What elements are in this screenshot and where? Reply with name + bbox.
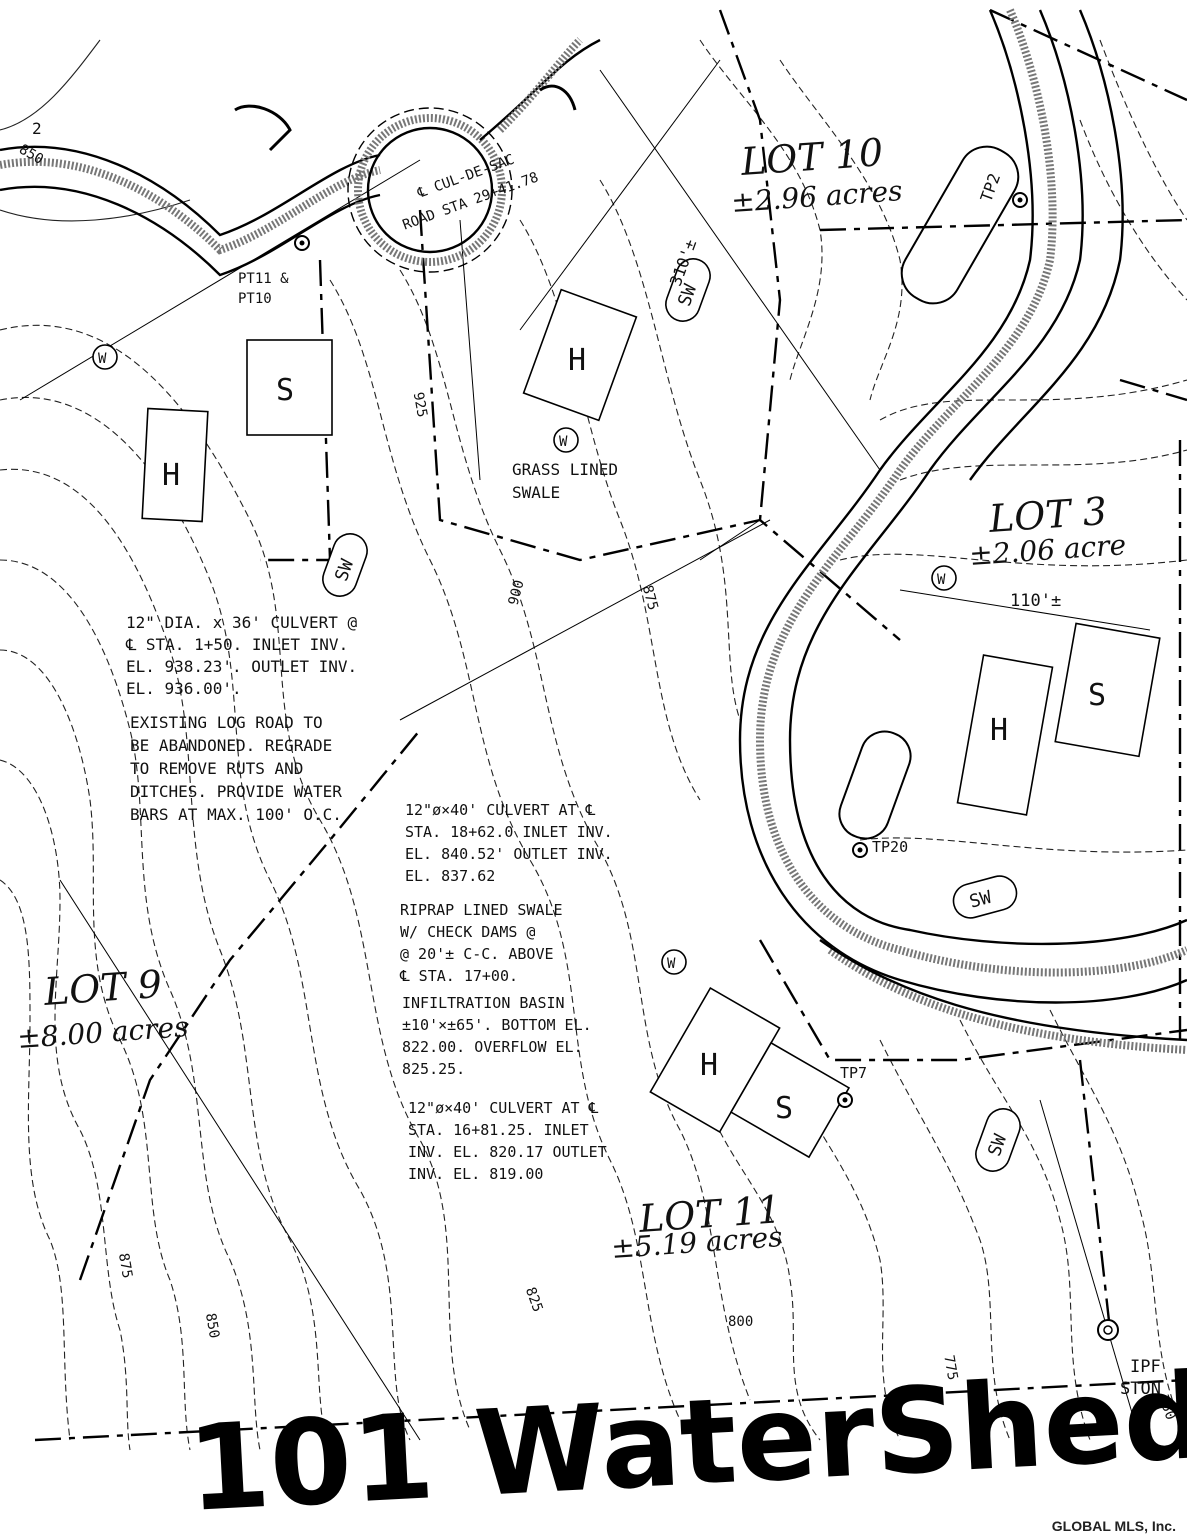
test-pit-icon (852, 842, 868, 858)
log-road-note: EXISTING LOG ROAD TO BE ABANDONED. REGRA… (130, 713, 352, 824)
svg-text:LOT 10: LOT 10 (739, 130, 885, 184)
swale-tags: SW SW SW SW (322, 258, 1021, 1172)
cul-de-sac-note: ℄ CUL-DE-SAC ROAD STA 29+41.78 (392, 146, 541, 234)
tp2-label: TP2 (976, 171, 1004, 205)
ipf-label: IPF (1130, 1357, 1161, 1377)
handwritten-title: 101 WaterShed (184, 1347, 1187, 1536)
culvert-note-3: 12"ø×40' CULVERT AT ℄ STA. 16+81.25. INL… (408, 1099, 616, 1183)
survey-pin-icon (294, 235, 310, 251)
stone-wall-label: STON (1120, 1379, 1161, 1399)
lot-3-house: H (956, 654, 1054, 816)
well-icon: W (92, 344, 118, 370)
svg-text:875: 875 (115, 1252, 135, 1280)
svg-text:W: W (559, 434, 568, 450)
access-road (0, 8, 1187, 1054)
well-icon: W (661, 949, 687, 975)
house-label: H (162, 458, 180, 493)
lot-11-septic: S (729, 1041, 851, 1159)
lot-9-label: LOT 9 ±8.00 acres (16, 962, 189, 1055)
lot-11-label: LOT 11 ±5.19 acres (610, 1187, 783, 1265)
lot-10-label: LOT 10 ±2.96 acres (730, 130, 903, 219)
svg-text:825: 825 (522, 1285, 546, 1314)
septic-label: S (1088, 678, 1106, 713)
svg-text:W: W (98, 351, 107, 367)
well-markers: W W W W (92, 344, 957, 975)
test-pit-icon (1012, 192, 1028, 208)
svg-text:925: 925 (410, 391, 430, 419)
lot-9-house: H (141, 407, 209, 523)
svg-text:875: 875 (639, 584, 661, 613)
tp20-label: TP20 (872, 838, 908, 856)
pt-label: PT11 & PT10 (238, 271, 297, 307)
house-label: H (568, 343, 586, 378)
iron-pin-found-icon (1097, 1319, 1119, 1341)
svg-text:LOT 11: LOT 11 (637, 1187, 783, 1241)
svg-text:W: W (937, 572, 946, 588)
infiltration-basins (234, 84, 1020, 840)
infiltration-basin-note: INFILTRATION BASIN ±10'×±65'. BOTTOM EL.… (402, 994, 601, 1078)
house-label: H (990, 713, 1008, 748)
svg-text:±5.19 acres: ±5.19 acres (610, 1220, 783, 1265)
svg-text:W: W (667, 956, 676, 972)
septic-label: S (276, 373, 294, 408)
well-icon: W (553, 427, 579, 453)
svg-text:±8.00 acres: ±8.00 acres (16, 1010, 189, 1055)
contour-lines (0, 39, 1187, 1451)
lot-3-label: LOT 3 ±2.06 acre (968, 489, 1127, 572)
tp7-label: TP7 (840, 1064, 867, 1082)
mls-watermark: GLOBAL MLS, Inc. (1052, 1518, 1176, 1534)
lot-10-house: H (522, 288, 638, 422)
svg-text:775: 775 (940, 1354, 960, 1382)
grid-number: 2 (32, 119, 42, 138)
lot-9-septic: S (246, 339, 333, 436)
house-label: H (700, 1048, 718, 1083)
septic-label: S (775, 1091, 793, 1126)
survey-lines (19, 59, 1151, 1441)
riprap-note: RIPRAP LINED SWALE W/ CHECK DAMS @ @ 20'… (399, 901, 572, 985)
svg-text:850: 850 (202, 1312, 222, 1340)
svg-text:LOT 3: LOT 3 (987, 489, 1109, 541)
culvert-note-2: 12"ø×40' CULVERT AT ℄ STA. 18+62.0 INLET… (405, 801, 622, 885)
well-icon: W (931, 565, 957, 591)
test-pit-icon (837, 1092, 853, 1108)
svg-text:900: 900 (506, 578, 528, 607)
test-pits (294, 192, 1119, 1341)
distance-110: 110'± (1010, 591, 1061, 611)
lot-3-septic: S (1054, 622, 1161, 758)
svg-text:800: 800 (728, 1314, 753, 1330)
culvert-note-1: 12" DIA. x 36' CULVERT @ ℄ STA. 1+50. IN… (125, 613, 367, 698)
svg-text:LOT 9: LOT 9 (42, 962, 164, 1014)
grass-swale-note: GRASS LINED SWALE (512, 460, 628, 502)
property-lines (34, 8, 1187, 1442)
